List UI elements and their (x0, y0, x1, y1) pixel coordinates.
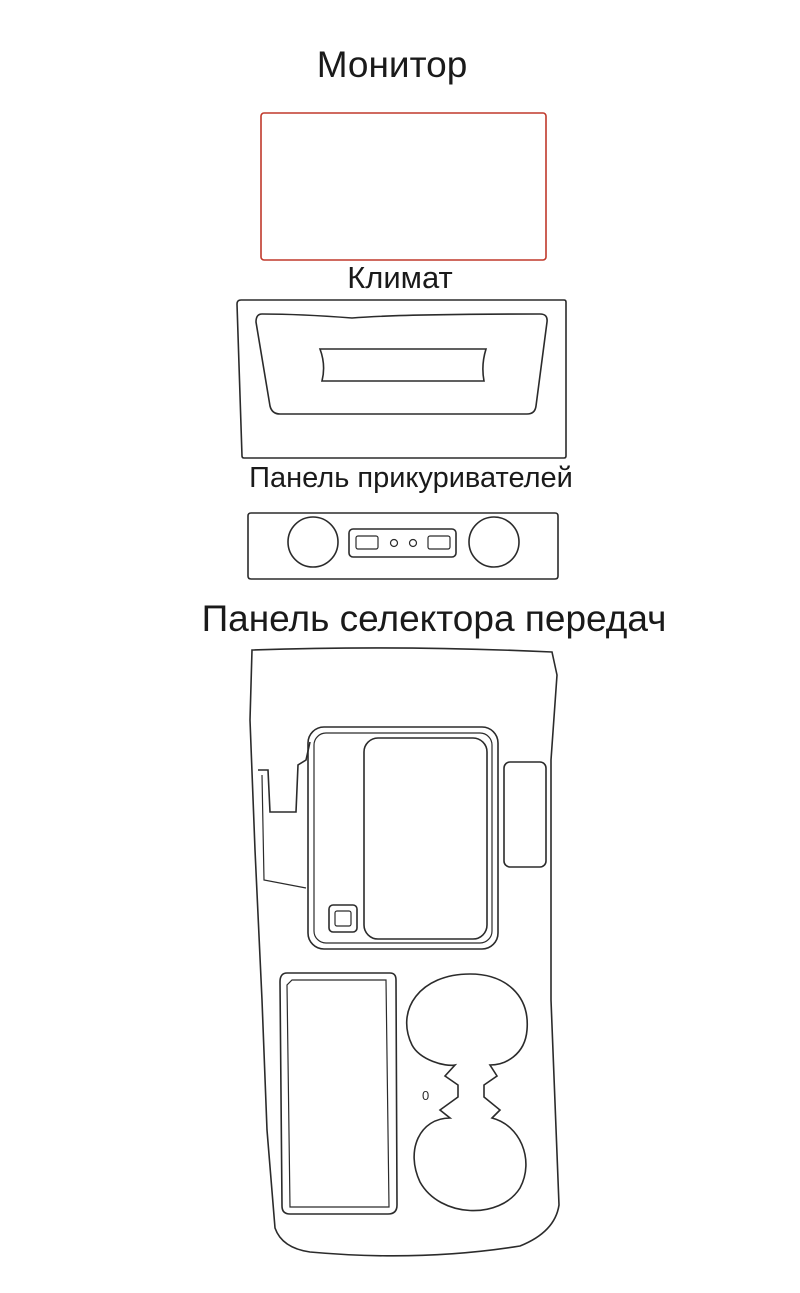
phone-tray-inner (313, 732, 493, 944)
right-side-slot (503, 761, 547, 868)
small-zero-mark: 0 (422, 1088, 429, 1103)
storage-compartment-outer (279, 972, 398, 1215)
climate-panel-outer (236, 299, 567, 459)
climate-label: Климат (347, 260, 453, 295)
usb-block (348, 528, 457, 558)
climate-panel-inner (255, 313, 548, 415)
usb-port-left (355, 535, 379, 550)
lighter-panel (247, 512, 559, 580)
wireless-charge-pad (363, 737, 488, 940)
usb-port-right (427, 535, 451, 550)
storage-compartment-inner (286, 979, 390, 1208)
monitor-label: Монитор (316, 44, 468, 85)
lighter-panel-label: Панель прикуривателей (249, 462, 573, 494)
left-side-notch (258, 741, 311, 813)
lighter-panel-outline (247, 512, 559, 580)
climate-panel (236, 299, 567, 459)
monitor-outline (260, 112, 547, 261)
indicator-dot-1 (389, 538, 399, 548)
left-side-notch-inner (261, 774, 307, 889)
gear-selector-panel-label: Панель селектора передач (201, 598, 667, 639)
phone-tray-outer (307, 726, 499, 950)
lighter-socket-left (287, 516, 339, 568)
climate-display-slot (318, 348, 488, 382)
indicator-dot-2 (408, 538, 418, 548)
tray-button-outer (328, 904, 358, 933)
tray-button-inner (334, 910, 352, 927)
gear-selector-panel: 0 (249, 647, 560, 1257)
cup-holders-outline (406, 973, 528, 1212)
gear-panel-outline (249, 647, 560, 1257)
lighter-socket-right (468, 516, 520, 568)
